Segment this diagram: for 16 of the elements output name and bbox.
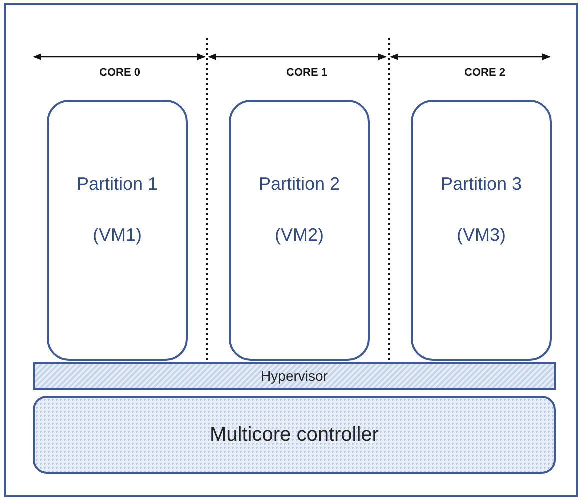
controller-box xyxy=(33,396,556,474)
partition-text: (VM3) xyxy=(457,225,506,246)
hypervisor-bar xyxy=(33,362,556,390)
partition-text: (VM1) xyxy=(93,225,142,246)
core-label: CORE 0 xyxy=(100,67,140,79)
partition-text: Partition 1 xyxy=(76,174,158,195)
partition-box xyxy=(229,100,370,361)
core-label: CORE 2 xyxy=(464,67,506,79)
partition-box xyxy=(47,100,188,361)
partition-box xyxy=(411,100,552,361)
partition-text: Partition 3 xyxy=(440,174,522,195)
partition-text: Partition 2 xyxy=(258,174,340,195)
hypervisor-label: Hypervisor xyxy=(261,368,328,384)
core-label: CORE 1 xyxy=(286,67,328,79)
controller-label: Multicore controller xyxy=(210,424,379,446)
partition-text: (VM2) xyxy=(275,225,324,246)
